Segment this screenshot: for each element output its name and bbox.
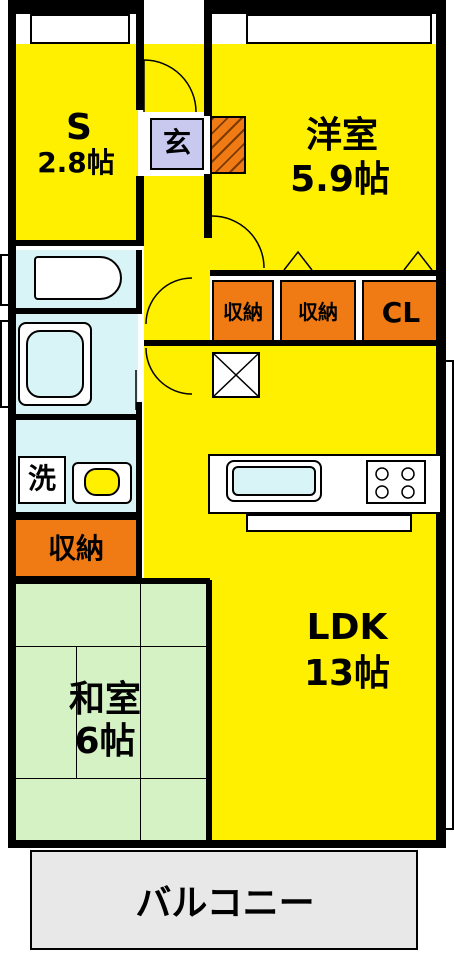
closet-door [283, 250, 313, 271]
wall [144, 340, 442, 346]
pipe-cross [213, 353, 259, 397]
ldk-lower [210, 580, 440, 842]
door-arc [211, 215, 265, 269]
service-room-name: S [66, 107, 92, 148]
entrance-mat [150, 118, 204, 170]
door-arc [145, 277, 193, 325]
washroom-name: 洗 [27, 462, 56, 495]
service-room-size: 2.8帖 [37, 146, 115, 179]
hallway [144, 44, 210, 354]
wall [204, 174, 212, 238]
stove-burner [401, 467, 415, 481]
tatami-line [76, 646, 77, 778]
ldk-size: 13帖 [303, 653, 391, 694]
window [246, 14, 432, 44]
wall [14, 578, 210, 584]
stove-burner [375, 467, 389, 481]
closet-door [403, 250, 433, 271]
stove [366, 460, 426, 504]
wall [136, 250, 142, 310]
wall [14, 308, 142, 314]
washroom-label-box [18, 456, 66, 504]
wall [14, 240, 142, 246]
wall [14, 0, 138, 14]
window [30, 14, 130, 44]
japanese-room-size: 6帖 [74, 721, 136, 762]
japanese-room-name: 和室 [68, 679, 141, 720]
wall [210, 270, 442, 276]
storage-3-box [14, 518, 138, 578]
wall [136, 176, 144, 246]
wall [204, 0, 212, 116]
storage-2-name: 収納 [298, 300, 338, 324]
wall [206, 580, 212, 844]
sink-bowl [84, 468, 120, 496]
counter-front [246, 514, 412, 532]
wall [8, 0, 16, 846]
tatami-line [14, 778, 210, 779]
western-room-size: 5.9帖 [290, 159, 390, 200]
storage-3-name: 収納 [47, 532, 104, 565]
ldk-name: LDK [306, 607, 388, 648]
balcony-area [30, 850, 418, 950]
tatami-line [14, 646, 210, 647]
service-room [14, 44, 138, 240]
western-room [210, 44, 440, 270]
wall [14, 512, 142, 518]
storage-1-name: 収納 [223, 300, 263, 324]
wall [136, 0, 144, 110]
entrance-name: 玄 [162, 126, 191, 159]
kitchen-sink-inner [232, 466, 316, 496]
door-arc [145, 347, 193, 395]
wall [136, 402, 142, 582]
japanese-room-area [14, 584, 210, 842]
toilet-fixture [34, 256, 122, 300]
closet-box [362, 280, 440, 344]
wall [8, 840, 446, 848]
wall [436, 0, 446, 846]
balcony-name: バルコニー [135, 883, 315, 924]
wall [204, 0, 446, 14]
western-room-name: 洋室 [305, 115, 378, 156]
stove-burner [375, 485, 389, 499]
bathtub-inner [26, 330, 84, 398]
shoe-rack [210, 116, 246, 174]
door-arc [143, 59, 197, 113]
stove-burner [401, 485, 415, 499]
wall [14, 414, 142, 420]
closet-name: CL [381, 296, 421, 329]
tatami-line [140, 584, 141, 842]
storage-1-box [212, 280, 274, 344]
